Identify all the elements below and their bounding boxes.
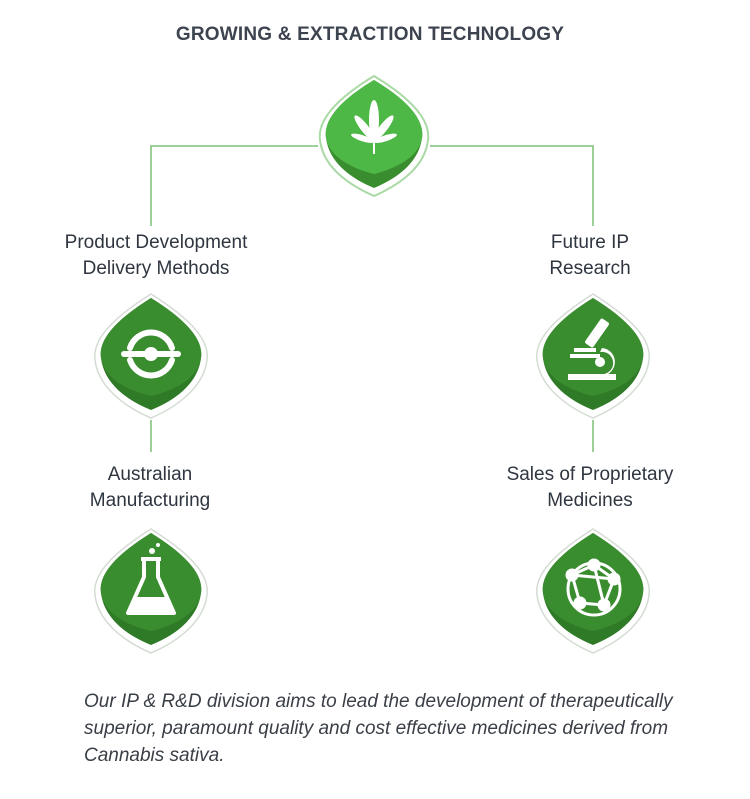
flask-icon — [126, 543, 176, 615]
caption-line: Our IP & R&D division aims to lead the d… — [84, 691, 673, 712]
delivery-icon — [121, 329, 181, 379]
connector-root-left — [150, 145, 318, 226]
caption-line: superior, paramount quality and cost eff… — [84, 718, 669, 739]
leaf-badge-future-ip — [528, 290, 658, 420]
leaf-badge-australian-manufacturing — [86, 525, 216, 655]
node-label-australian-manufacturing: Australian Manufacturing — [40, 462, 260, 514]
node-label-product-development: Product Development Delivery Methods — [46, 230, 266, 282]
node-label-line: Medicines — [547, 490, 633, 511]
microscope-icon — [568, 318, 616, 380]
caption-line: Cannabis sativa. — [84, 745, 225, 766]
leaf-badge-root — [309, 70, 439, 200]
node-label-line: Product Development — [64, 232, 248, 253]
node-label-line: Sales of Proprietary — [506, 464, 674, 485]
connector-root-right — [430, 145, 594, 226]
cannabis-leaf-icon — [351, 100, 397, 154]
leaf-badge-sales — [528, 525, 658, 655]
leaf-badge-product-development — [86, 290, 216, 420]
globe-network-icon — [565, 558, 622, 617]
node-label-line: Manufacturing — [89, 490, 211, 511]
node-label-line: Australian — [107, 464, 193, 485]
caption-text: Our IP & R&D division aims to lead the d… — [84, 688, 704, 769]
node-label-line: Research — [549, 258, 631, 279]
diagram-title: GROWING & EXTRACTION TECHNOLOGY — [175, 24, 565, 45]
node-label-sales: Sales of Proprietary Medicines — [480, 462, 700, 514]
node-label-line: Delivery Methods — [82, 258, 230, 279]
node-label-future-ip: Future IP Research — [480, 230, 700, 282]
node-label-line: Future IP — [550, 232, 630, 253]
